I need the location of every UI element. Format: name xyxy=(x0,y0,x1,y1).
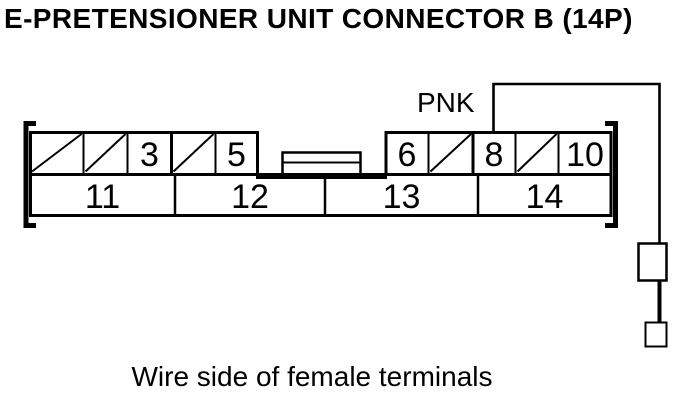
slash-icon xyxy=(516,133,558,173)
pin-number-12: 12 xyxy=(231,178,269,216)
pin-number-11: 11 xyxy=(85,178,120,216)
pin-number-10: 10 xyxy=(566,136,604,174)
slash-icon xyxy=(84,133,127,173)
diagram-caption: Wire side of female terminals xyxy=(131,361,492,392)
page-title: E-PRETENSIONER UNIT CONNECTOR B (14P) xyxy=(4,3,633,34)
pin-number-13: 13 xyxy=(383,178,421,216)
terminal-box-small xyxy=(644,321,668,348)
slash-icon xyxy=(429,133,472,173)
pin-number-3: 3 xyxy=(140,136,159,174)
pin-number-6: 6 xyxy=(398,136,417,174)
right-end-cap xyxy=(605,121,618,228)
connector-body xyxy=(23,121,618,228)
top-row-pin-numbers: 3 5 6 8 10 xyxy=(140,136,604,174)
unpopulated-pin-slashes xyxy=(31,133,558,173)
pin-number-14: 14 xyxy=(526,178,564,216)
wire-color-label: PNK xyxy=(417,87,475,118)
terminal-box-large xyxy=(637,242,668,282)
bottom-row-pin-numbers: 11 12 13 14 xyxy=(85,178,564,216)
left-end-cap xyxy=(23,121,36,228)
bottom-row-band xyxy=(29,173,613,217)
slash-icon xyxy=(31,133,83,173)
pin-number-8: 8 xyxy=(485,136,504,174)
slash-icon xyxy=(172,133,215,173)
pin-number-5: 5 xyxy=(227,136,246,174)
wire-trace xyxy=(492,82,668,348)
wire-line xyxy=(492,82,661,243)
